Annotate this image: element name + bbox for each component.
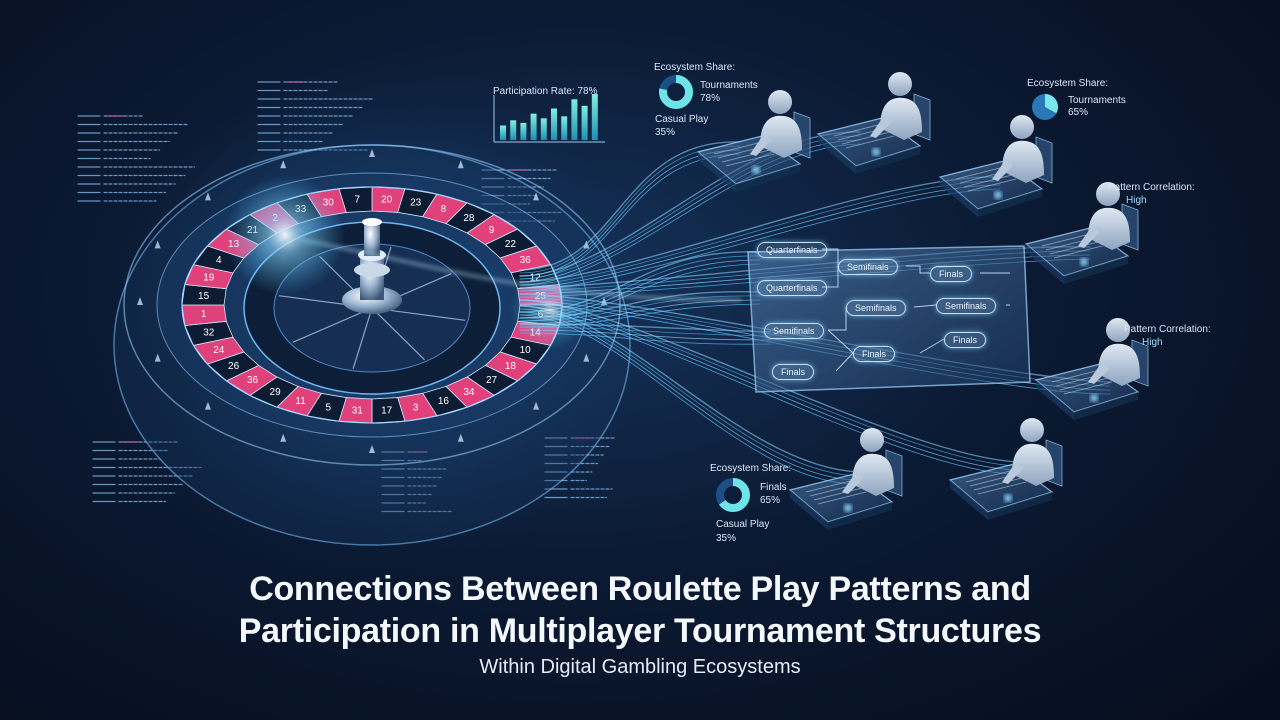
participation-bar [510,120,517,140]
wheel-number: 29 [270,387,282,398]
wheel-number: 22 [505,239,517,250]
wheel-number: 24 [213,345,225,356]
wheel-number: 7 [355,194,361,205]
bracket-finals-2: Finals [944,332,987,348]
ecosystem-top-primary-value: 78% [700,93,721,104]
light-flare-2 [510,270,590,350]
bracket-semifinals-2: Semifinals [838,259,898,275]
ecosystem-bottom-secondary-value: 35% [716,533,737,544]
pattern-correlation-2-label: Pattern Correlation: [1124,324,1211,335]
bracket-lines [822,248,1010,372]
ecosystem-bottom-secondary-label: Casual Play [716,519,770,530]
wheel-number: 8 [441,204,447,215]
participation-bar [581,105,588,140]
ecosystem-bottom-heading: Ecosystem Share: [710,463,792,474]
wheel-number: 11 [295,396,306,407]
ecosystem-top-heading: Ecosystem Share: [654,62,736,73]
ecosystem-right-pie [1032,93,1059,120]
wheel-number: 28 [463,213,475,224]
pattern-correlation-1-label: Pattern Correlation: [1108,182,1195,193]
pattern-correlation-1-value: High [1126,195,1147,206]
bracket-semifinals-1: Semifinals [764,323,824,339]
bracket-semifinals-3: Semifinals [846,300,906,316]
bracket-quarterfinals-2: Quarterfinals [757,280,827,296]
bracket-quarterfinals-1: Quarterfinals [757,242,827,258]
wheel-number: 32 [203,327,215,338]
wheel-number: 15 [198,291,210,302]
players [696,72,1149,530]
ecosystem-bottom-donut [716,478,750,512]
tournament-bracket [747,245,1031,393]
ecosystem-right-heading: Ecosystem Share: [1027,78,1109,89]
ecosystem-bottom-primary-label: Finals [760,482,787,493]
participation-bar [551,108,557,140]
ecosystem-right-primary-value: 65% [1068,107,1089,118]
bracket-finals-4: Finals [772,364,815,380]
participation-bar [561,116,568,140]
ecosystem-top-donut [659,75,693,109]
wheel-number: 1 [201,309,207,320]
wheel-number: 17 [381,406,393,417]
wheel-number: 4 [216,255,222,266]
wheel-number: 36 [247,375,259,386]
participation-bar-chart [493,94,605,143]
player-workstation [788,428,903,530]
title-line-1: Connections Between Roulette Play Patter… [249,570,1031,608]
pattern-correlation-2-value: High [1142,337,1163,348]
wheel-number: 18 [505,361,517,372]
player-workstation [948,418,1063,520]
bracket-finals-3: Finals [853,346,896,362]
ecosystem-right-primary-label: Tournaments [1068,95,1126,106]
participation-bar [530,113,537,140]
participation-bar [520,122,527,140]
wheel-number: 36 [520,255,532,266]
wheel-number: 34 [463,387,475,398]
wheel-number: 10 [520,345,532,356]
bracket-finals-1: Finals [930,266,973,282]
player-workstation [1024,182,1139,284]
wheel-number: 23 [410,198,422,209]
participation-rate-label: Participation Rate: 78% [493,86,598,97]
wheel-number: 3 [413,402,419,413]
wheel-turret [342,218,402,314]
participation-bar [500,125,506,140]
player-workstation [696,90,811,192]
wheel-number: 20 [381,194,393,205]
bracket-semifinals-4: Semifinals [936,298,996,314]
wheel-number: 26 [228,361,240,372]
ecosystem-top-secondary-label: Casual Play [655,114,709,125]
ecosystem-top-primary-label: Tournaments [700,80,758,91]
wheel-number: 16 [438,396,450,407]
wheel-number: 31 [352,406,364,417]
participation-bar [591,94,598,140]
light-flare [225,175,345,295]
wheel-number: 19 [203,273,215,284]
player-workstation [1034,318,1149,420]
participation-bar [571,99,578,140]
wheel-number: 5 [326,402,332,413]
wheel-number: 9 [489,225,495,236]
participation-bar [540,118,547,140]
subtitle: Within Digital Gambling Ecosystems [479,656,801,678]
ecosystem-top-secondary-value: 35% [655,127,676,138]
player-workstation [938,115,1053,217]
title-line-2: Participation in Multiplayer Tournament … [238,612,1042,650]
player-workstation [816,72,931,174]
ecosystem-bottom-primary-value: 65% [760,495,781,506]
wheel-number: 27 [486,375,498,386]
